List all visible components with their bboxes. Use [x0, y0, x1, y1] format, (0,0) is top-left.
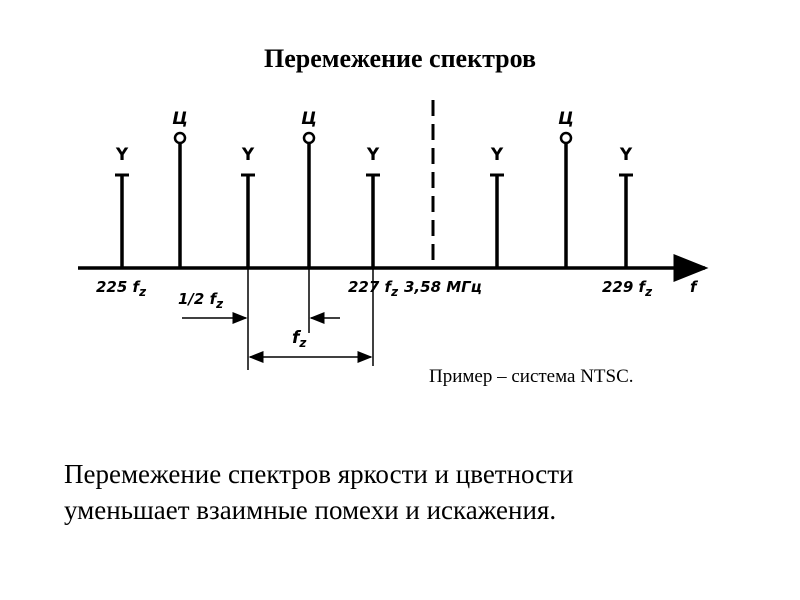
luma-label: Y: [619, 145, 633, 165]
chroma-label: Ц: [172, 109, 188, 129]
chroma-label: Ц: [558, 109, 574, 129]
tick-label-subcarrier: 3,58 МГц: [404, 278, 482, 296]
body-line: Перемежение спектров яркости и цветности: [64, 459, 574, 489]
slide-title: Перемежение спектров: [263, 44, 537, 73]
luma-label: Y: [115, 145, 129, 165]
chroma-circle-marker: [302, 131, 316, 145]
half-spacing-label: 1/2 fz: [178, 290, 224, 311]
spacing-label: fz: [292, 328, 307, 350]
tick-label-229: 229 fz: [602, 278, 653, 299]
chroma-circle-marker: [559, 131, 573, 145]
luma-label: Y: [490, 145, 504, 165]
tick-label-225: 225 fz: [96, 278, 147, 299]
tick-label-227: 227 fz: [348, 278, 399, 299]
spacing-dimension-lines: [182, 268, 374, 370]
axis-label-f: f: [690, 278, 699, 296]
example-note: Пример – система NTSC.: [429, 366, 634, 387]
luma-label: Y: [241, 145, 255, 165]
luma-label: Y: [366, 145, 380, 165]
chroma-circle-marker: [173, 131, 187, 145]
body-text: Перемежение спектров яркости и цветности…: [64, 456, 764, 528]
body-line: уменьшает взаимные помехи и искажения.: [64, 495, 557, 525]
chroma-label: Ц: [301, 109, 317, 129]
